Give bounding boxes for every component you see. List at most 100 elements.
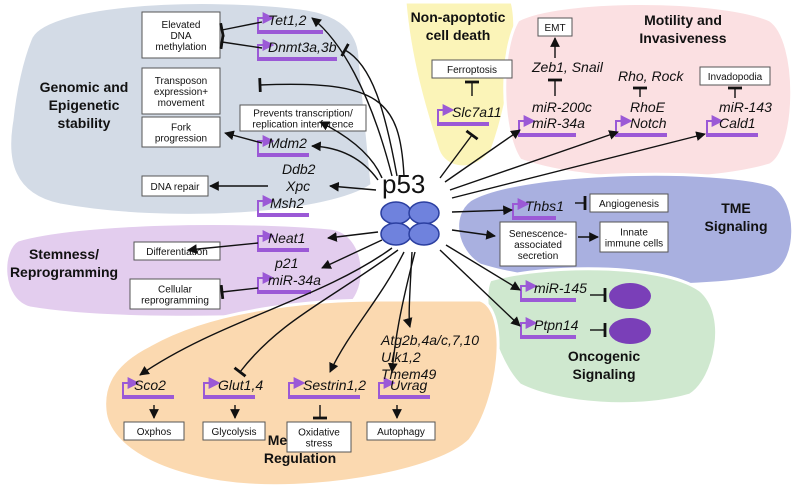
inhib-transposon	[258, 77, 405, 177]
promoter-arrow	[257, 272, 275, 290]
box-glyco	[202, 421, 266, 441]
box-fork	[141, 116, 221, 148]
title-genomic-line: stability	[58, 115, 111, 131]
gene-bar	[512, 216, 556, 220]
box-text-line: Angiogenesis	[599, 199, 659, 210]
p53-subunit	[408, 222, 440, 246]
box-oxstress	[286, 421, 352, 453]
box-emt	[537, 17, 573, 37]
gene-mir34a: miR-34a	[532, 115, 585, 131]
gene-ddb2: Ddb2	[282, 161, 316, 177]
promoter-arrow	[203, 377, 221, 395]
promoter-arrow	[257, 195, 275, 213]
title-motility-line: Motility and	[644, 12, 722, 28]
inhib-glut	[233, 249, 399, 378]
arrow-ptpn14	[439, 249, 521, 327]
box-text-line: secretion	[518, 251, 559, 262]
title-oncogenic-line: Oncogenic	[568, 348, 641, 364]
title-genomic-line: Epigenetic	[49, 97, 120, 113]
gene-mir145: miR-145	[534, 280, 587, 296]
box-text-line: progression	[155, 134, 207, 145]
promoter-arrow	[257, 230, 275, 248]
gene-bar	[257, 213, 309, 217]
inhib-slc	[439, 129, 479, 179]
box-text-diff: Differentiation	[146, 247, 208, 258]
promoter-arrow	[288, 377, 306, 395]
gene-bar	[257, 153, 309, 157]
box-text-line: immune cells	[605, 239, 663, 250]
promoter-arrow	[520, 280, 538, 298]
title-oncogenic-line: Signaling	[573, 366, 636, 382]
gene-labels: Tet1,2 Dnmt3a,3b Mdm2 Ddb2 Xpc Msh2 Slc7…	[134, 12, 772, 393]
arrow-sco2	[139, 247, 393, 376]
box-text-angio: Angiogenesis	[599, 199, 659, 210]
box-invadopodia	[699, 66, 771, 86]
gene-mir143: miR-143	[719, 99, 772, 115]
box-transposon	[141, 67, 221, 115]
title-stemness: Stemness/Reprogramming	[10, 246, 118, 280]
box-text-autophagy: Autophagy	[377, 427, 425, 438]
gene-atg: Atg2b,4a/c,7,10	[380, 332, 479, 348]
gene-sestrin: Sestrin1,2	[303, 377, 366, 393]
title-genomic-line: Genomic and	[40, 79, 129, 95]
oncogene-target-oval	[609, 318, 651, 344]
box-text-line: DNA	[170, 31, 191, 42]
title-nonapop-line: Non-apoptotic	[411, 9, 506, 25]
box-autophagy	[366, 421, 436, 441]
oncogene-target-oval	[609, 283, 651, 309]
box-text-line: expression+	[154, 87, 208, 98]
promoter-arrow	[615, 115, 633, 133]
gene-bar	[257, 248, 309, 252]
arrow-notch	[449, 130, 619, 191]
gene-bar	[437, 122, 489, 126]
gene-p21: p21	[274, 255, 298, 271]
box-text-line: DNA repair	[151, 182, 201, 193]
box-innate	[599, 221, 669, 253]
gene-notch: Notch	[630, 115, 667, 131]
gene-xpc: Xpc	[285, 178, 310, 194]
box-text-line: movement	[158, 98, 205, 109]
gene-msh2: Msh2	[270, 195, 304, 211]
gene-dnmt: Dnmt3a,3b	[268, 39, 337, 55]
promoter-arrow	[257, 12, 275, 30]
arrow-diff	[187, 242, 259, 254]
box-text-line: stress	[306, 439, 333, 450]
arrow-mir145	[445, 244, 521, 291]
gene-rho: Rho, Rock	[618, 68, 684, 84]
box-text-line: methylation	[155, 42, 206, 53]
title-nonapop: Non-apoptotic cell death	[411, 9, 506, 43]
gene-bar	[257, 57, 337, 61]
title-nonapop-line: cell death	[426, 27, 491, 43]
inhib-dna-meth-2	[219, 34, 263, 50]
arrow-uvrag	[387, 251, 416, 373]
gene-uvrag: Uvrag	[390, 377, 428, 393]
box-text-line: Oxphos	[137, 427, 171, 438]
title-tme-line: TME	[721, 200, 751, 216]
promoter-arrow	[512, 198, 530, 216]
gene-bar	[203, 395, 255, 399]
title-motility-line: Invasiveness	[639, 30, 726, 46]
promoter-arrow	[257, 135, 275, 153]
gene-bar	[615, 133, 667, 137]
box-repair	[141, 175, 209, 197]
promoter-arrow	[437, 104, 455, 122]
arrow-thbs1	[451, 205, 513, 216]
gene-rhoe: RhoE	[630, 99, 666, 115]
box-text-line: Cellular	[158, 285, 193, 296]
p53-arrows	[139, 17, 706, 378]
box-text-line: Ferroptosis	[447, 65, 497, 76]
p53-label: p53	[382, 169, 425, 199]
arrow-ddb2	[329, 181, 377, 192]
gene-bar	[520, 335, 576, 339]
box-angio	[589, 193, 669, 213]
arrow-senescence	[451, 229, 496, 240]
